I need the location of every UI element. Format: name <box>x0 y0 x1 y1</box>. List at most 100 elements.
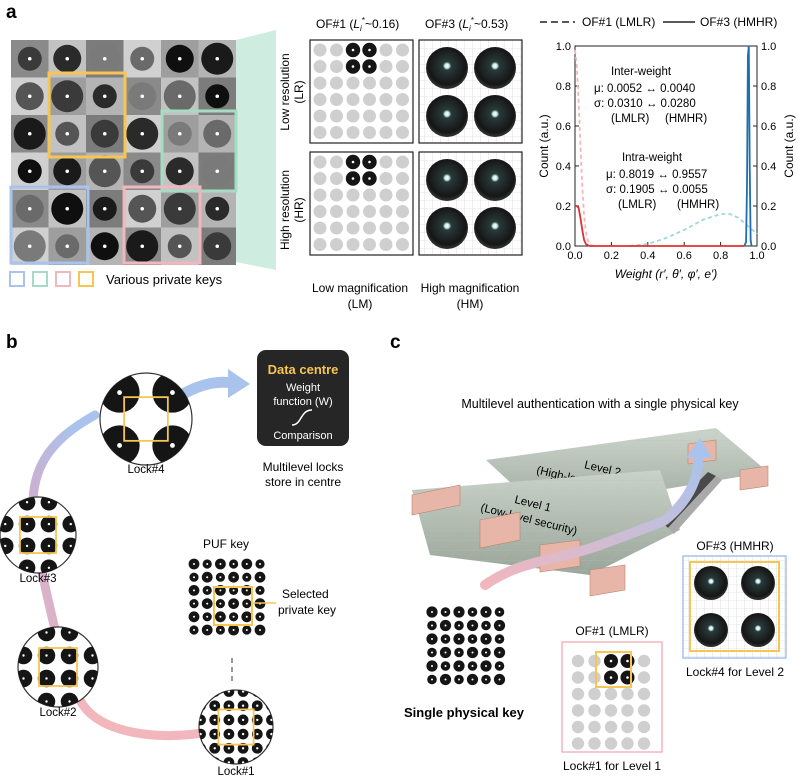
lock-dot-highlight <box>270 690 273 693</box>
lock-dot <box>280 743 291 754</box>
single-key-dot-highlight <box>471 624 474 627</box>
lock-dot-highlight <box>227 747 231 750</box>
puf-dot-highlight <box>206 615 209 618</box>
of-dot-highlight <box>351 48 355 52</box>
single-key-dot-highlight <box>485 624 487 627</box>
of-dot <box>313 43 327 57</box>
lock-dot <box>99 478 139 518</box>
of-dot <box>330 172 343 185</box>
of-dot <box>313 60 327 73</box>
store-line1: Multilevel locks <box>263 460 344 474</box>
key-dot-highlight <box>177 56 182 61</box>
lock-dot-highlight <box>199 732 202 736</box>
lock-dot <box>199 700 206 712</box>
puf-key-label: PUF key <box>203 537 249 551</box>
lock-dot-highlight <box>270 775 272 777</box>
lock-dot-highlight <box>22 723 24 725</box>
of-big-dot <box>474 95 516 137</box>
lock-dot-highlight <box>199 775 201 777</box>
zoom-wedge <box>236 30 276 270</box>
lock-dot-highlight <box>26 588 28 590</box>
lock-dot <box>107 624 124 641</box>
lock-dot-highlight <box>227 704 231 707</box>
lock-dot-highlight <box>68 723 70 725</box>
panel-label-b: b <box>6 332 18 353</box>
lock-dot-highlight <box>25 522 29 526</box>
lock-dot-highlight <box>22 631 25 634</box>
lock-dot-highlight <box>91 501 93 503</box>
lock-selection <box>19 516 57 554</box>
key-dot-highlight <box>65 131 70 136</box>
lock1-dot <box>621 720 634 734</box>
data-centre-function: function (W) <box>273 396 332 408</box>
lock-dot <box>266 757 273 764</box>
y-tick-label-left: 0.8 <box>556 81 571 93</box>
lock-dot-highlight <box>91 723 93 725</box>
lock-dot-highlight <box>114 677 116 679</box>
lock-dot-highlight <box>91 545 93 547</box>
lock1-dot <box>588 671 601 684</box>
lock1-dot <box>588 704 601 717</box>
lock1-dot <box>571 704 585 717</box>
of-dot <box>330 126 343 139</box>
of-dot <box>313 76 327 90</box>
lock-dot-highlight <box>22 677 25 680</box>
lock-dot <box>199 757 206 764</box>
lock1-dot <box>637 720 651 734</box>
puf-dot-highlight <box>245 629 248 631</box>
puf-dot-highlight <box>232 576 235 579</box>
lock2-label: Lock#2 <box>39 707 76 719</box>
puf-dot-highlight <box>232 629 235 631</box>
puf-dot-highlight <box>259 589 261 592</box>
of-dot <box>379 109 393 123</box>
of-dot <box>346 221 360 235</box>
lock-dot-highlight <box>45 723 47 725</box>
lock1-dot <box>571 654 585 668</box>
single-key-label: Single physical key <box>404 705 525 720</box>
puf-dot-highlight <box>206 629 209 631</box>
lock-dot-highlight <box>213 704 216 707</box>
of-dot-highlight <box>368 177 371 180</box>
lock-dot-highlight <box>170 443 175 448</box>
of-dot <box>313 109 327 123</box>
lock-dot <box>84 538 101 555</box>
lock-dot-highlight <box>213 690 216 693</box>
single-key-dot-highlight <box>471 651 474 654</box>
x-axis-label: Weight (r′, θ′, φ′, e′) <box>615 267 717 281</box>
lock-dot-highlight <box>45 631 48 634</box>
of-dot <box>396 76 409 90</box>
puf-dot-highlight <box>232 589 235 592</box>
lock-dot-highlight <box>270 747 273 750</box>
key-dot-highlight <box>65 56 70 61</box>
of-dot <box>396 126 409 139</box>
lock-dot-highlight <box>91 567 93 569</box>
lock-dot-highlight <box>256 690 259 693</box>
puf-dot-highlight <box>232 602 235 605</box>
lock-dot-highlight <box>91 631 94 634</box>
sigmoid-icon <box>291 409 313 426</box>
puf-dot-highlight <box>193 589 195 592</box>
intra-weight-sigma: σ: 0.1905 ↔ 0.0055 <box>606 184 708 196</box>
arrow-head-data-centre <box>228 369 250 398</box>
single-key-dot-highlight <box>458 651 460 654</box>
single-key-dot-highlight <box>431 665 433 667</box>
of-big-dot <box>426 159 468 201</box>
of-dot <box>363 109 376 123</box>
optical-filter-matrix <box>309 39 523 256</box>
level1-floor-grid <box>412 470 680 575</box>
lock-dot-highlight <box>270 761 273 764</box>
lock1-dot <box>588 720 601 734</box>
puf-dot-highlight <box>193 629 195 631</box>
lock-dot-highlight <box>284 761 286 763</box>
single-key-dot-highlight <box>458 638 460 640</box>
lock-dot <box>107 647 124 664</box>
key-dot-highlight <box>215 131 220 136</box>
of-dot <box>396 188 409 202</box>
lock1-dot <box>571 737 585 750</box>
inter-weight-right: (HMHR) <box>665 113 707 125</box>
of-dot <box>379 172 393 185</box>
lock-circle <box>198 689 274 765</box>
of-dot <box>346 109 360 123</box>
y-tick-label-right: 0.4 <box>761 161 776 173</box>
